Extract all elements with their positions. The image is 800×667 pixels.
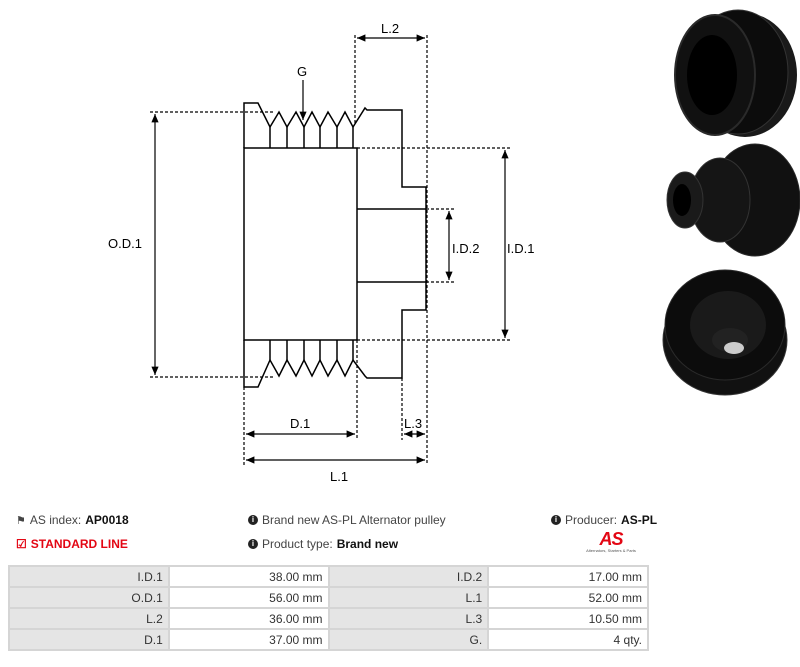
spec-value: 38.00 mm bbox=[167, 565, 330, 588]
spec-value: 36.00 mm bbox=[167, 607, 330, 630]
info-icon: i bbox=[248, 515, 258, 525]
label-d1: D.1 bbox=[290, 416, 310, 431]
producer: i Producer: AS-PL bbox=[551, 513, 657, 527]
dimension-arrows bbox=[151, 34, 509, 464]
producer-value: AS-PL bbox=[621, 513, 658, 527]
checkbox-icon: ☑ bbox=[16, 537, 27, 551]
label-l1: L.1 bbox=[330, 469, 348, 484]
spec-key: I.D.2 bbox=[327, 565, 490, 588]
spec-value: 56.00 mm bbox=[167, 586, 330, 609]
label-l3: L.3 bbox=[404, 416, 422, 431]
spec-value: 10.50 mm bbox=[487, 607, 649, 630]
spec-key: L.1 bbox=[327, 586, 490, 609]
description-text: Brand new AS-PL Alternator pulley bbox=[262, 513, 446, 527]
as-pl-logo: AS Alternators, Starters & Parts bbox=[586, 529, 636, 553]
spec-value: 52.00 mm bbox=[487, 586, 649, 609]
label-id2: I.D.2 bbox=[452, 241, 479, 256]
spec-value: 4 qty. bbox=[487, 628, 649, 651]
dimension-extension-lines bbox=[150, 35, 510, 465]
product-type-label: Product type: bbox=[262, 537, 333, 551]
label-l2: L.2 bbox=[381, 21, 399, 36]
photo-front-view bbox=[674, 9, 797, 137]
product-type-value: Brand new bbox=[336, 537, 399, 551]
photo-rear-view bbox=[662, 269, 788, 396]
info-icon: i bbox=[248, 539, 258, 549]
spec-value: 17.00 mm bbox=[487, 565, 649, 588]
tags-icon: ⚑ bbox=[16, 514, 26, 527]
as-index-label: AS index: bbox=[29, 513, 82, 527]
spec-key: I.D.1 bbox=[8, 565, 170, 588]
pulley-outline bbox=[243, 102, 427, 388]
label-id1: I.D.1 bbox=[507, 241, 534, 256]
spec-value: 37.00 mm bbox=[167, 628, 330, 651]
info-icon: i bbox=[551, 515, 561, 525]
as-index: ⚑ AS index: AP0018 bbox=[16, 513, 129, 527]
spec-key: L.2 bbox=[8, 607, 170, 630]
product-type: i Product type: Brand new bbox=[248, 537, 398, 551]
product-photos bbox=[662, 9, 800, 396]
standard-line-badge: ☑ STANDARD LINE bbox=[16, 537, 128, 551]
label-g: G bbox=[297, 64, 307, 79]
spec-key: O.D.1 bbox=[8, 586, 170, 609]
pulley-dimension-diagram: O.D.1 I.D.1 I.D.2 L.2 L.1 D.1 L.3 G bbox=[108, 21, 534, 484]
spec-key: D.1 bbox=[8, 628, 170, 651]
spec-key: L.3 bbox=[327, 607, 490, 630]
photo-side-view bbox=[666, 143, 800, 257]
producer-label: Producer: bbox=[565, 513, 618, 527]
label-od1: O.D.1 bbox=[108, 236, 142, 251]
spec-key: G. bbox=[327, 628, 490, 651]
standard-line-label: STANDARD LINE bbox=[30, 537, 128, 551]
as-index-value: AP0018 bbox=[85, 513, 129, 527]
description: i Brand new AS-PL Alternator pulley bbox=[248, 513, 446, 527]
